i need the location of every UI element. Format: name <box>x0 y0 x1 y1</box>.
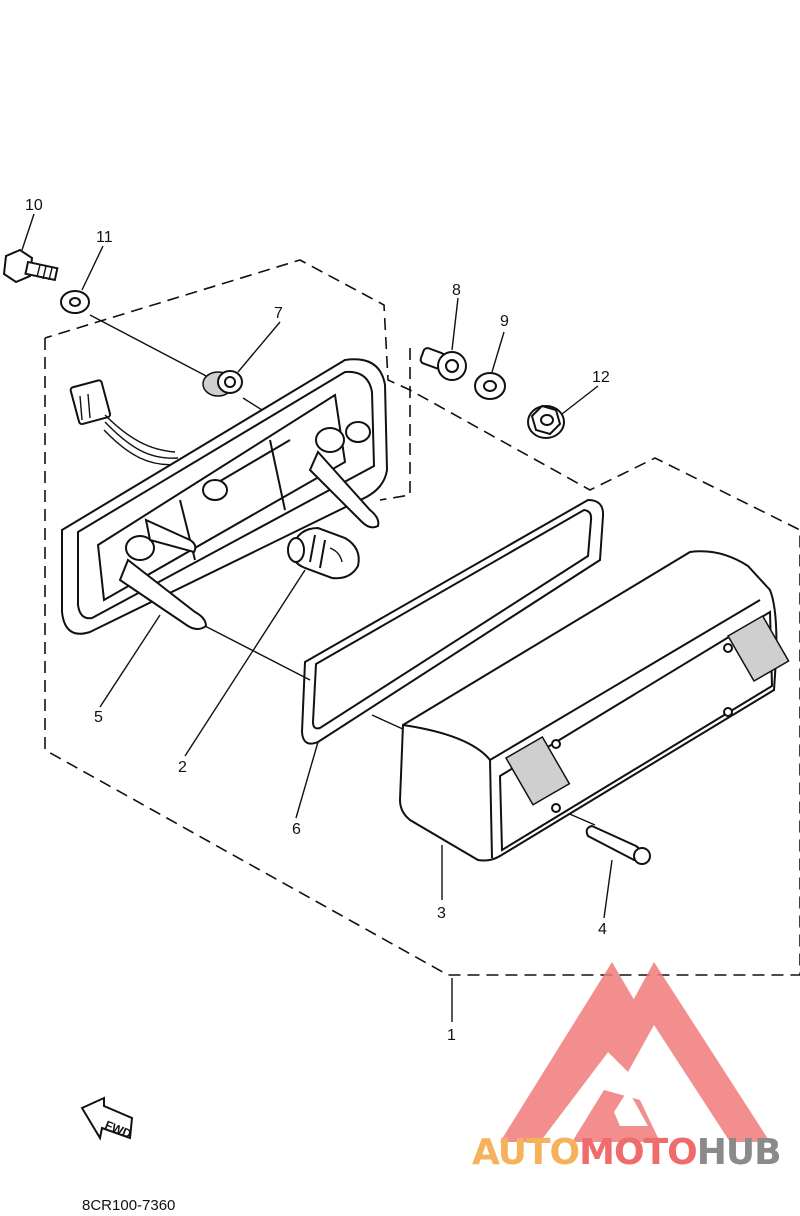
washer-part-9 <box>474 372 506 400</box>
callout-8: 8 <box>452 282 461 299</box>
callout-1: 1 <box>447 1027 456 1044</box>
watermark-brand-text: AUTOMOTOHUB <box>472 1132 781 1173</box>
drawing-code: 8CR100-7360 <box>82 1197 175 1214</box>
fwd-arrow-icon: FWD <box>80 1096 134 1141</box>
callout-5: 5 <box>94 709 103 726</box>
gasket-part <box>300 498 605 745</box>
flange-bolt-part <box>2 248 59 284</box>
collar-part <box>419 347 467 381</box>
lens-part <box>398 550 790 862</box>
callout-leaders <box>21 213 613 1022</box>
callout-11: 11 <box>96 229 113 246</box>
watermark-logo-icon <box>500 962 770 1142</box>
callout-3: 3 <box>437 905 446 922</box>
assembly-boundary <box>44 259 800 976</box>
flange-nut-part <box>527 404 565 439</box>
callout-2: 2 <box>178 759 187 776</box>
callout-9: 9 <box>500 313 509 330</box>
callout-4: 4 <box>598 921 607 938</box>
callout-12: 12 <box>592 369 610 386</box>
lamp-base-part <box>61 358 389 635</box>
callout-10: 10 <box>25 197 43 214</box>
grommet-part <box>202 370 243 397</box>
washer-part-11 <box>60 290 90 314</box>
callout-7: 7 <box>274 305 283 322</box>
callout-6: 6 <box>292 821 301 838</box>
bulb-part <box>287 526 360 580</box>
callout-labels: 10 11 7 8 9 12 5 2 6 3 4 1 <box>25 197 610 1044</box>
screw-part <box>585 824 651 865</box>
